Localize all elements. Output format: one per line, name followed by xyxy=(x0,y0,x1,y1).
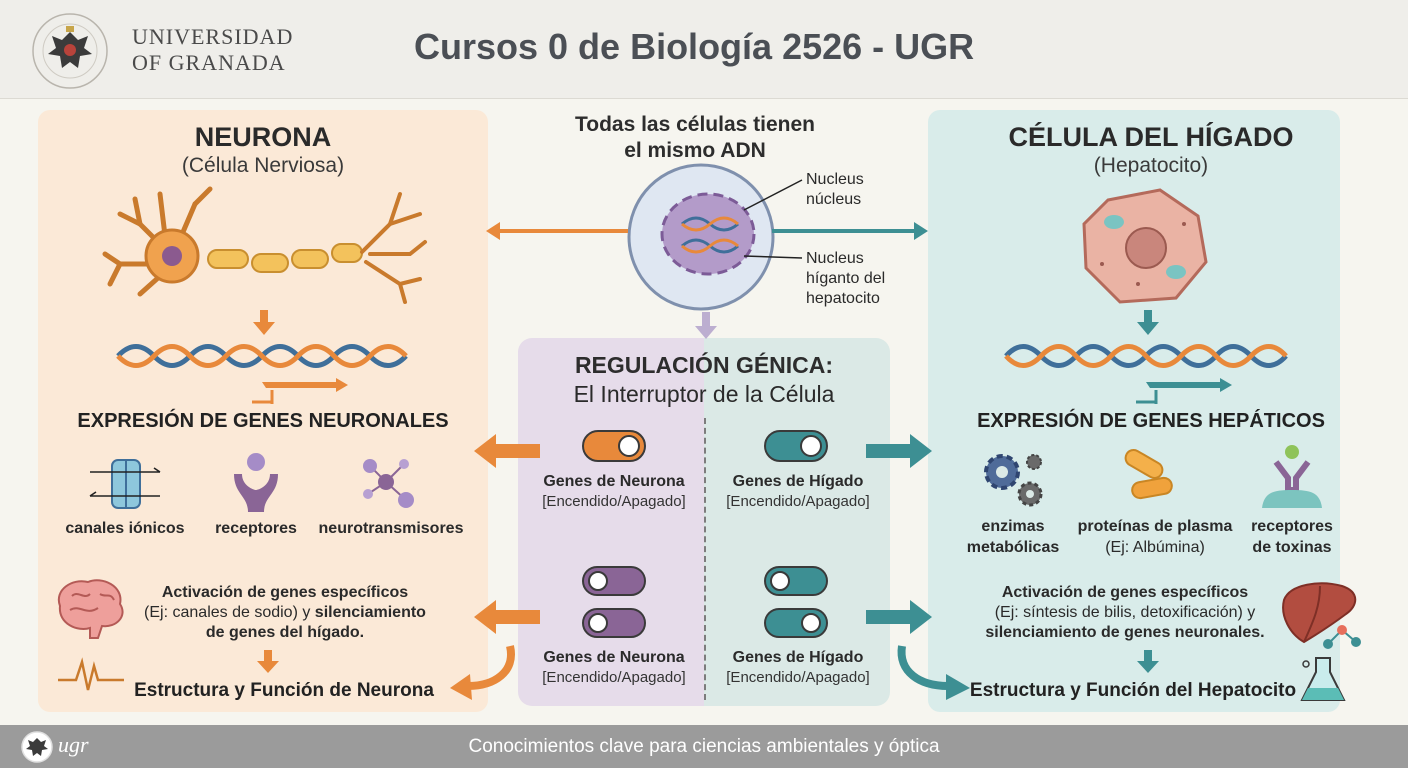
switch-label-liver-2: Genes de Hígado xyxy=(732,649,864,666)
regulation-right-half xyxy=(704,338,890,706)
transcription-arrows-icon xyxy=(252,378,348,404)
liver-organ-icon xyxy=(1282,582,1357,644)
arrow-left-neuron-1 xyxy=(474,434,540,468)
arrow-left-neuron-2 xyxy=(474,600,540,634)
neuron-activation-line2: (Ej: canales de sodio) y silenciamiento xyxy=(130,604,440,622)
plasma-proteins-icon xyxy=(1124,449,1173,500)
switch-label-neuron-1: Genes de Neurona xyxy=(543,473,685,490)
nucleus-pointer-lines xyxy=(743,179,803,259)
switch-label-neuron-2: Genes de Neurona xyxy=(543,649,685,666)
university-name-line1: UNIVERSIDAD xyxy=(132,24,294,49)
gene-regulation-panel xyxy=(518,338,890,706)
same-dna-line1: Todas las células tienen xyxy=(574,113,816,136)
regulation-left-half xyxy=(518,338,704,706)
neuron-genes-toggle-3[interactable] xyxy=(582,608,646,638)
same-dna-line2: el mismo ADN xyxy=(624,139,766,162)
footer-text: Conocimientos clave para ciencias ambien… xyxy=(468,736,940,757)
neuron-expression-title: EXPRESIÓN DE GENES NEURONALES xyxy=(77,410,449,432)
curved-arrow-neuron xyxy=(450,645,515,700)
lab-flask-icon xyxy=(1300,657,1346,701)
neuron-genes-toggle-2[interactable] xyxy=(582,566,646,596)
gears-icon xyxy=(984,454,1043,507)
neurotransmitters-label: neurotransmisores xyxy=(318,520,464,537)
university-name: UNIVERSIDAD OF GRANADA xyxy=(132,24,293,76)
neuron-activation-line3: de genes del hígado. xyxy=(205,624,365,641)
receptors-label: receptores xyxy=(215,520,297,537)
neuron-activation-line2a: (Ej: canales de sodio) y xyxy=(144,604,315,621)
hepatocyte-icon xyxy=(1082,188,1208,304)
switch-sub-neuron-2: [Encendido/Apagado] xyxy=(542,669,686,686)
neurotransmitter-icon xyxy=(363,459,414,508)
nucleus-label1-line1: Nucleus xyxy=(806,171,864,188)
liver-result: Estructura y Función del Hepatocito xyxy=(969,680,1297,701)
switch-sub-liver-1: [Encendido/Apagado] xyxy=(726,493,870,510)
neuron-subtitle: (Célula Nerviosa) xyxy=(181,154,345,177)
ugr-seal-icon xyxy=(21,731,53,763)
enzymes-label-line2: metabólicas xyxy=(966,539,1060,556)
cell-nucleus-icon xyxy=(627,163,775,311)
switch-label-liver-1: Genes de Hígado xyxy=(732,473,864,490)
neuron-activation-line2b: silenciamiento xyxy=(314,604,426,621)
receptor-icon xyxy=(234,453,278,512)
university-name-line2: OF GRANADA xyxy=(132,50,286,75)
arrow-to-neuron xyxy=(486,222,628,240)
liver-genes-toggle-3[interactable] xyxy=(764,608,828,638)
footer-logo-text: ugr xyxy=(58,732,89,757)
regulation-title-line2: El Interruptor de la Célula xyxy=(573,381,835,407)
switch-sub-liver-2: [Encendido/Apagado] xyxy=(726,669,870,686)
down-arrow-icon xyxy=(695,312,717,339)
arrow-right-liver-1 xyxy=(866,434,932,468)
liver-title: CÉLULA DEL HÍGADO xyxy=(1008,122,1294,152)
footer: ugr Conocimientos clave para ciencias am… xyxy=(0,725,1408,768)
toxin-receptors-label-line1: receptores xyxy=(1251,518,1333,535)
liver-genes-toggle-2[interactable] xyxy=(764,566,828,596)
neuron-icon xyxy=(102,186,427,304)
curved-arrow-liver xyxy=(897,645,970,700)
transcription-arrows-icon xyxy=(1136,378,1232,404)
down-arrow-icon xyxy=(1137,650,1159,673)
nucleus-label2-line2: híganto del xyxy=(806,270,886,287)
down-arrow-icon xyxy=(257,650,279,673)
liver-activation-line1: Activación de genes específicos xyxy=(1001,584,1249,601)
arrow-to-liver xyxy=(772,222,928,240)
plasma-proteins-label-line2: (Ej: Albúmina) xyxy=(1105,539,1205,556)
toxin-receptors-label-line2: de toxinas xyxy=(1252,539,1332,556)
neuron-result: Estructura y Función de Neurona xyxy=(134,680,434,701)
regulation-divider xyxy=(704,418,706,700)
down-arrow-icon xyxy=(253,310,275,335)
regulation-title-line1: REGULACIÓN GÉNICA: xyxy=(574,352,834,378)
neuron-genes-toggle[interactable] xyxy=(582,430,646,462)
ion-channel-icon xyxy=(89,459,161,509)
nucleus-label2-line1: Nucleus xyxy=(806,250,864,267)
header: UNIVERSIDAD OF GRANADA Cursos 0 de Biolo… xyxy=(0,0,1408,99)
nerve-signal-icon xyxy=(58,657,124,691)
dna-helix-icon xyxy=(116,344,408,368)
university-seal-icon xyxy=(32,13,108,89)
arrow-right-liver-2 xyxy=(866,600,932,634)
ion-channels-label: canales iónicos xyxy=(65,520,185,537)
liver-genes-toggle[interactable] xyxy=(764,430,828,462)
liver-expression-title: EXPRESIÓN DE GENES HEPÁTICOS xyxy=(977,410,1325,432)
switch-sub-neuron-1: [Encendido/Apagado] xyxy=(542,493,686,510)
molecule-icon xyxy=(1323,625,1361,649)
enzymes-label-line1: enzimas xyxy=(981,518,1045,535)
nucleus-label1-line2: núcleus xyxy=(806,191,862,208)
neuron-title: NEURONA xyxy=(194,122,332,152)
liver-activation-line3: silenciamiento de genes neuronales. xyxy=(985,624,1265,641)
neuron-activation-line1: Activación de genes específicos xyxy=(161,584,409,601)
page-title: Cursos 0 de Biología 2526 - UGR xyxy=(414,26,975,67)
brain-icon xyxy=(57,579,124,639)
dna-helix-icon xyxy=(1004,344,1288,368)
toxin-receptor-icon xyxy=(1262,445,1322,508)
nucleus-label2-line3: hepatocito xyxy=(806,290,880,307)
down-arrow-icon xyxy=(1137,310,1159,335)
liver-activation-line2: (Ej: síntesis de bilis, detoxificación) … xyxy=(994,604,1256,621)
plasma-proteins-label-line1: proteínas de plasma xyxy=(1077,518,1233,535)
liver-subtitle: (Hepatocito) xyxy=(1093,154,1209,177)
